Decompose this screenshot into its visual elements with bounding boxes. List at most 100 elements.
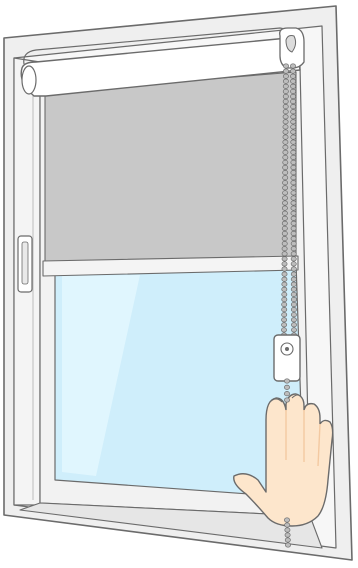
chain-bead (291, 201, 296, 205)
chain-bead (291, 307, 296, 311)
chain-bead (291, 318, 296, 322)
chain-bead (283, 115, 288, 119)
chain-bead (282, 201, 287, 205)
chain-bead (291, 292, 296, 296)
chain-bead (282, 302, 287, 306)
chain-bead (283, 110, 288, 114)
chain-bead (283, 130, 288, 134)
chain-bead (291, 170, 296, 174)
chain-bead (282, 297, 287, 301)
chain-bead (291, 125, 296, 129)
chain-bead (291, 99, 296, 103)
chain-bead (291, 252, 296, 256)
chain-bead (291, 302, 296, 306)
chain-bead (282, 313, 287, 317)
chain-bead (285, 538, 290, 542)
chain-bead (284, 392, 289, 396)
chain-bead (291, 181, 296, 185)
chain-bead (282, 252, 287, 256)
chain-bead (291, 328, 296, 332)
chain-bead (283, 125, 288, 129)
chain-bead (282, 226, 287, 230)
chain-bead (291, 140, 296, 144)
chain-bead (283, 165, 288, 169)
chain-bead (291, 323, 296, 327)
chain-bead (284, 398, 289, 402)
chain-bead (282, 262, 287, 266)
chain-bead (291, 145, 296, 149)
chain-bead (291, 196, 296, 200)
chain-bead (291, 110, 296, 114)
chain-bead (283, 176, 288, 180)
chain-bead (282, 272, 287, 276)
chain-bead (283, 89, 288, 93)
chain-bead (291, 221, 296, 225)
chain-bead (291, 120, 296, 124)
chain-bead (282, 231, 287, 235)
chain-bead (284, 379, 289, 383)
chain-bead (282, 287, 287, 291)
chain-bead (283, 74, 288, 78)
chain-bead (291, 150, 296, 154)
chain-bead (285, 533, 290, 537)
chain-bead (283, 135, 288, 139)
chain-bead (291, 191, 296, 195)
chain-bead (291, 176, 296, 180)
window-handle-icon (18, 236, 32, 292)
chain-bead (282, 307, 287, 311)
chain-bead (291, 313, 296, 317)
chain-bead (291, 79, 296, 83)
chain-bead (291, 297, 296, 301)
chain-bead (283, 104, 288, 108)
chain-weight-icon (274, 335, 300, 381)
chain-bead (283, 155, 288, 159)
chain-bead (283, 94, 288, 98)
chain-bead (291, 165, 296, 169)
chain-bead (291, 89, 296, 93)
chain-bead (283, 160, 288, 164)
chain-bead (282, 247, 287, 251)
chain-bead (282, 206, 287, 210)
chain-bead (282, 292, 287, 296)
chain-bead (291, 272, 296, 276)
chain-bead (282, 323, 287, 327)
chain-bead (282, 221, 287, 225)
chain-bead (283, 191, 288, 195)
chain-bead (291, 104, 296, 108)
chain-bead (290, 74, 295, 78)
chain-bead (282, 282, 287, 286)
chain-bead (283, 64, 288, 68)
chain-bead (284, 385, 289, 389)
chain-bead (291, 267, 296, 271)
chain-bead (282, 236, 287, 240)
chain-bead (291, 287, 296, 291)
chain-bead (291, 226, 296, 230)
chain-bead (291, 94, 296, 98)
chain-bead (291, 257, 296, 261)
chain-bead (291, 135, 296, 139)
chain-bead (285, 523, 290, 527)
chain-bead (291, 282, 296, 286)
chain-bead (291, 130, 296, 134)
chain-bead (285, 543, 290, 547)
chain-bead (291, 236, 296, 240)
chain-bead (291, 186, 296, 190)
blind-fabric (45, 72, 296, 262)
chain-bead (283, 170, 288, 174)
chain-bead (282, 196, 287, 200)
chain-bead (283, 150, 288, 154)
chain-bead (282, 267, 287, 271)
chain-bead (282, 318, 287, 322)
chain-bead (282, 277, 287, 281)
chain-bead (291, 241, 296, 245)
chain-bead (290, 69, 295, 73)
chain-bead (282, 257, 287, 261)
chain-bead (291, 216, 296, 220)
chain-bead (281, 328, 286, 332)
chain-bead (291, 206, 296, 210)
chain-bead (291, 231, 296, 235)
chain-bead (291, 155, 296, 159)
chain-bead (291, 247, 296, 251)
